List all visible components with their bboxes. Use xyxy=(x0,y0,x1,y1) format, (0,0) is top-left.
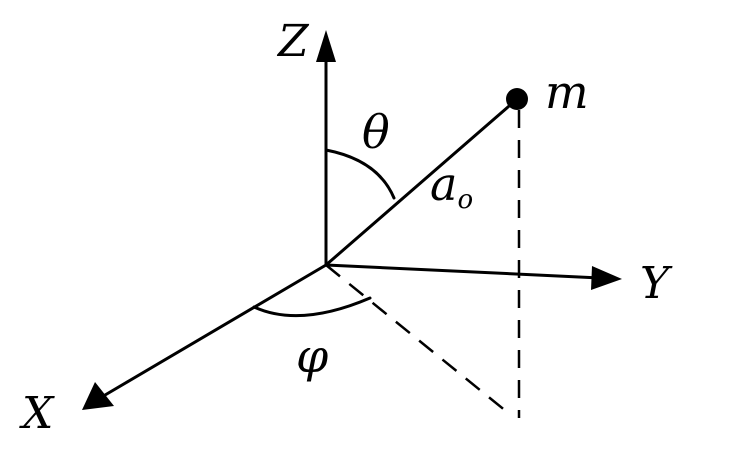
radius-label-main: a xyxy=(430,157,457,211)
theta-label: θ xyxy=(362,105,390,159)
x-axis-line xyxy=(98,263,328,400)
phi-arc xyxy=(252,296,372,318)
radius-line xyxy=(324,98,518,267)
theta-arc xyxy=(324,148,396,200)
phi-label: φ xyxy=(296,329,329,383)
horizontal-projection-line xyxy=(325,264,513,417)
x-axis-label: X xyxy=(19,388,55,439)
radius-label: ao xyxy=(430,157,473,215)
y-axis-label: Y xyxy=(640,258,673,309)
radius-label-subscript: o xyxy=(457,185,473,215)
z-axis-arrowhead xyxy=(316,30,336,62)
mass-label: m xyxy=(545,65,589,119)
mass-point xyxy=(506,88,528,110)
z-axis-label: Z xyxy=(276,16,310,67)
x-axis-arrowhead xyxy=(82,382,114,410)
y-axis-line xyxy=(324,263,602,280)
y-axis-arrowhead xyxy=(591,266,622,290)
